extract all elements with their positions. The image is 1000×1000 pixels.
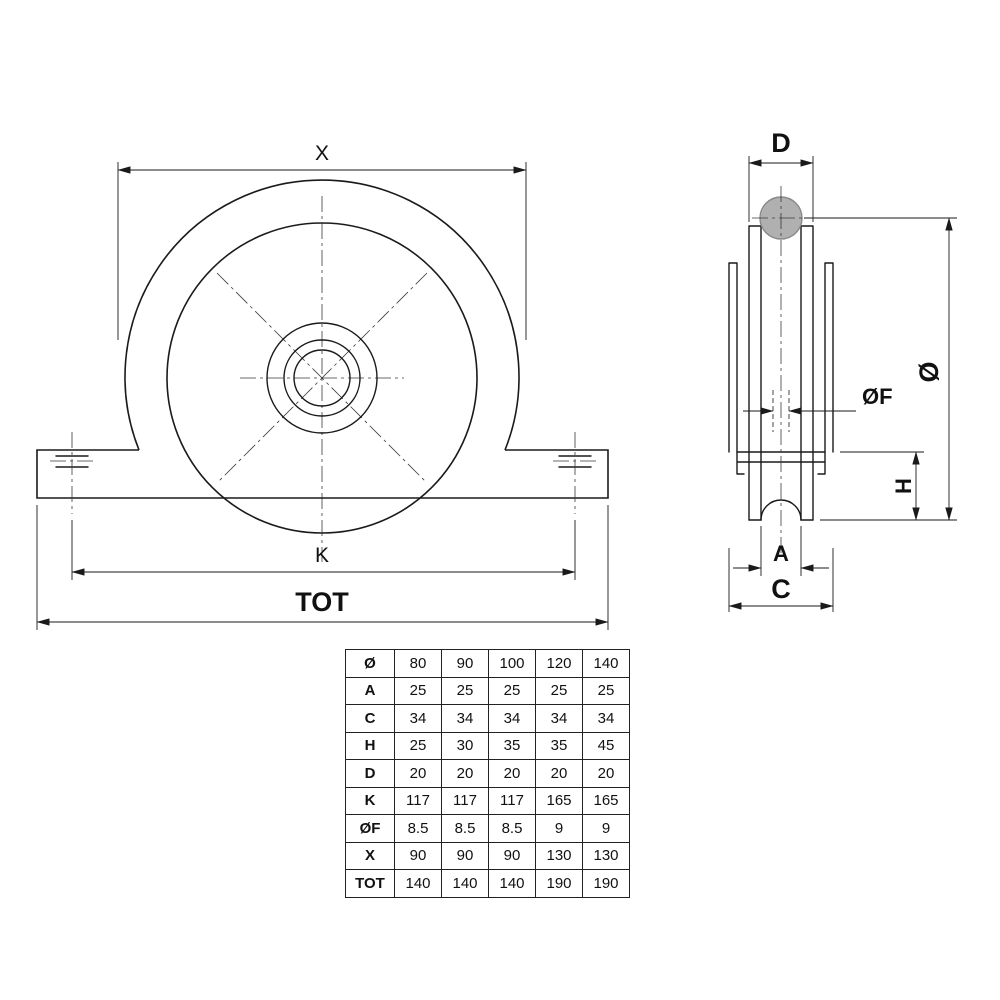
spec-cell: 25 (394, 676, 442, 705)
spec-cell: 130 (535, 841, 583, 870)
spec-cell: 20 (394, 759, 442, 788)
mounting-slot-right (553, 432, 597, 514)
spec-cell: 9 (535, 814, 583, 843)
spec-cell: 165 (535, 786, 583, 815)
spec-cell: 25 (535, 676, 583, 705)
spec-cell: 140 (488, 869, 536, 898)
spec-cell: 20 (441, 759, 489, 788)
dimension-a: A (733, 526, 829, 576)
base-plate (36, 449, 609, 499)
spec-cell: 8.5 (488, 814, 536, 843)
spec-cell: 20 (535, 759, 583, 788)
dimension-bore: ØF (743, 384, 893, 415)
bore-circle (293, 349, 351, 407)
spec-cell: 140 (394, 869, 442, 898)
spec-cell: 190 (582, 869, 630, 898)
spec-cell: 30 (441, 731, 489, 760)
spec-row-label: Ø (345, 649, 395, 678)
spec-row-label: TOT (345, 869, 395, 898)
spec-cell: 90 (488, 841, 536, 870)
spec-cell: 25 (582, 676, 630, 705)
bearing-circle (283, 339, 361, 417)
spec-cell: 117 (441, 786, 489, 815)
spec-row-label: H (345, 731, 395, 760)
front-diagonal-centerline (216, 272, 428, 484)
dimension-bore-label: ØF (862, 384, 893, 409)
rim-walls (748, 225, 814, 521)
spec-cell: 35 (535, 731, 583, 760)
spec-row-label: D (345, 759, 395, 788)
spec-cell: 90 (441, 649, 489, 678)
spec-cell: 9 (582, 814, 630, 843)
spec-cell: 8.5 (394, 814, 442, 843)
support-cover-arc (124, 179, 520, 451)
support-plate-right (824, 262, 834, 453)
spec-row-label: C (345, 704, 395, 733)
dimension-tot: TOT (36, 505, 609, 630)
spec-row-label: A (345, 676, 395, 705)
dimension-diameter: Ø (804, 217, 957, 521)
spec-cell: 25 (441, 676, 489, 705)
spec-cell: 34 (394, 704, 442, 733)
dimension-x: X (117, 142, 527, 340)
spec-cell: 165 (582, 786, 630, 815)
dimension-a-label: A (773, 541, 789, 566)
dimension-k-label: K (315, 544, 329, 567)
wheel-outline (166, 222, 478, 534)
dimension-diameter-label: Ø (914, 361, 944, 382)
spec-cell: 34 (535, 704, 583, 733)
spec-cell: 117 (394, 786, 442, 815)
spec-cell: 34 (582, 704, 630, 733)
spec-cell: 120 (535, 649, 583, 678)
spec-row-label: X (345, 841, 395, 870)
spec-cell: 140 (582, 649, 630, 678)
groove-bottom (748, 499, 814, 521)
spec-cell: 90 (441, 841, 489, 870)
hub-outer-circle (266, 322, 378, 434)
dimension-c: C (728, 548, 834, 612)
spec-cell: 100 (488, 649, 536, 678)
spec-cell: 140 (441, 869, 489, 898)
spec-cell: 20 (488, 759, 536, 788)
dimension-d-label: D (771, 128, 791, 158)
spec-cell: 34 (441, 704, 489, 733)
spec-cell: 90 (394, 841, 442, 870)
dimension-d: D (748, 128, 814, 222)
spec-cell: 25 (394, 731, 442, 760)
dimension-x-label: X (315, 142, 329, 165)
spec-cell: 130 (582, 841, 630, 870)
spec-cell: 80 (394, 649, 442, 678)
front-view: X K TOT (36, 142, 609, 630)
spec-cell: 117 (488, 786, 536, 815)
support-plate-left (728, 262, 738, 453)
dimension-k: K (71, 520, 576, 580)
spec-row-label: ØF (345, 814, 395, 843)
spec-row-label: K (345, 786, 395, 815)
dimension-tot-label: TOT (295, 587, 349, 617)
spec-cell: 20 (582, 759, 630, 788)
spec-cell: 190 (535, 869, 583, 898)
mounting-slot-left (50, 432, 94, 514)
side-view: D Ø ØF H A C (728, 128, 957, 612)
spec-cell: 45 (582, 731, 630, 760)
dimension-c-label: C (771, 574, 791, 604)
spec-cell: 35 (488, 731, 536, 760)
spec-cell: 8.5 (441, 814, 489, 843)
spec-cell: 34 (488, 704, 536, 733)
dimension-h: H (840, 451, 924, 521)
dimension-h-label: H (891, 478, 916, 494)
spec-cell: 25 (488, 676, 536, 705)
